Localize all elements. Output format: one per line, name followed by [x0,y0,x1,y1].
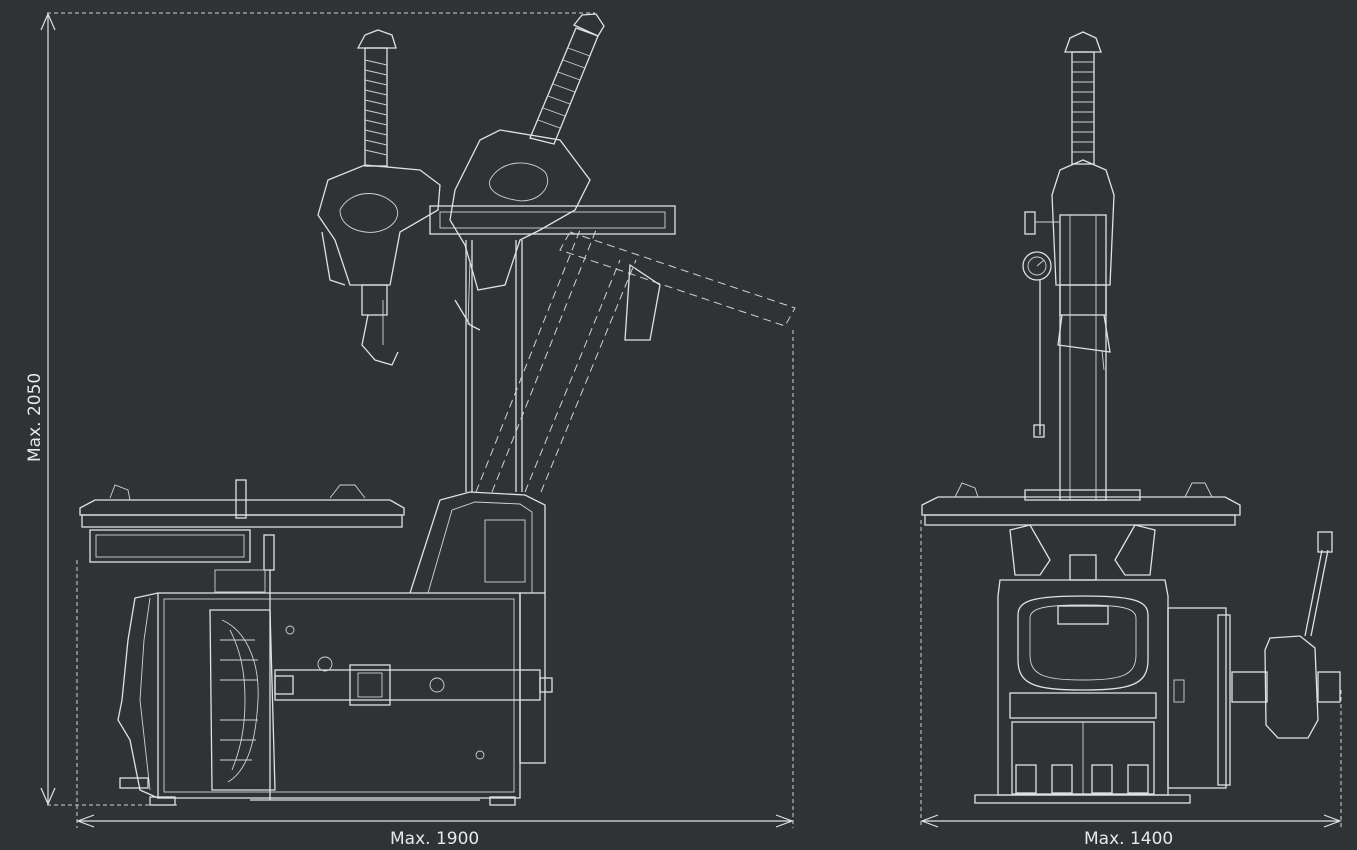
front-view-machine [921,31,1341,804]
height-dimension: Max. 2050 [25,12,595,806]
front-width-dimension: Max. 1400 [920,520,1342,849]
side-view-machine [79,13,796,806]
front-width-label: Max. 1400 [1084,829,1173,849]
side-width-label: Max. 1900 [390,829,479,849]
side-width-dimension: Max. 1900 [76,330,794,849]
height-label: Max. 2050 [25,373,45,462]
